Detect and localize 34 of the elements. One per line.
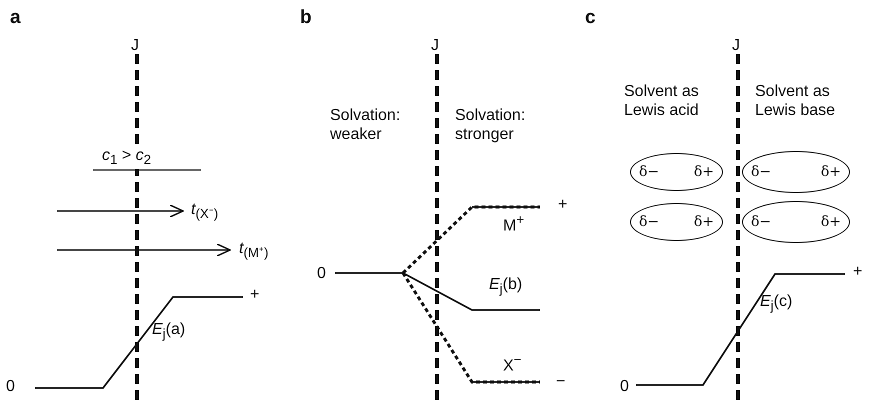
region-label: Solvent as Lewis base (755, 82, 836, 120)
panel-letter: a (10, 8, 21, 27)
zero-label: 0 (620, 377, 629, 396)
sign-label: + (250, 285, 260, 304)
junction-label: J (732, 36, 740, 55)
charge-label: δ− (639, 164, 660, 180)
charge-label: δ− (751, 164, 772, 180)
ion-label: M$^{+}$ (503, 211, 524, 236)
region-label: Solvation: stronger (455, 106, 526, 144)
region-label: Solvation: weaker (330, 106, 402, 144)
transport-label: t$_{(M⁺)}$ (239, 239, 268, 262)
zero-label: 0 (317, 264, 326, 283)
panel-letter: b (300, 8, 312, 27)
panel-letter: c (585, 8, 596, 27)
potential-label: E$_{j}$(b) (489, 275, 522, 298)
zero-label: 0 (6, 377, 15, 396)
region-label: Solvent as Lewis acid (624, 82, 700, 120)
ion-label: X$^{−}$ (503, 351, 522, 376)
charge-label: δ+ (820, 164, 841, 180)
solvent-ellipse (742, 201, 850, 243)
junction-label: J (131, 36, 139, 55)
charge-label: δ+ (694, 214, 714, 230)
sign-label: − (556, 372, 566, 391)
solvent-ellipse (742, 151, 850, 193)
sign-label: + (853, 262, 862, 281)
charge-label: δ+ (820, 214, 841, 230)
charge-label: δ− (751, 214, 772, 230)
potential-label: E$_{j}$(a) (152, 320, 186, 344)
charge-label: δ− (639, 214, 660, 230)
junction-label: J (431, 36, 439, 55)
sign-label: + (558, 195, 568, 214)
charge-label: δ+ (694, 164, 714, 180)
transport-label: t$_{(X⁻)}$ (191, 200, 218, 224)
potential-label: E$_{j}$(c) (760, 292, 792, 316)
